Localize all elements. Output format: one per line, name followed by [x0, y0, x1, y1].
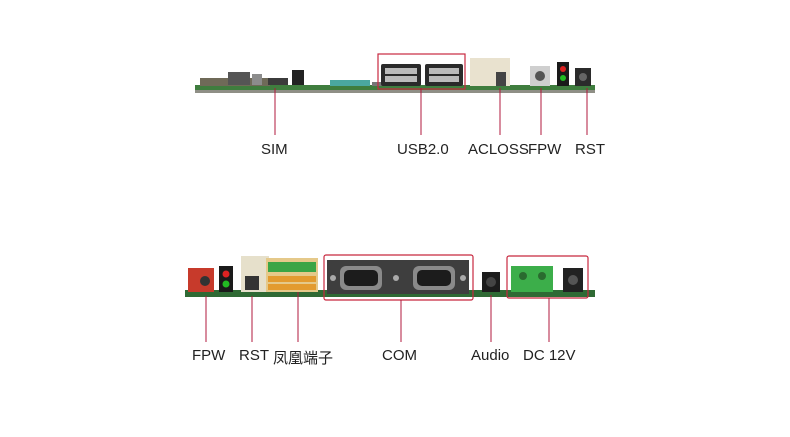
acloss-jumper	[470, 58, 510, 86]
rst-button-top	[575, 68, 591, 86]
fpw-button-bottom	[188, 268, 214, 292]
status-leds-bottom	[219, 266, 233, 292]
bottom-board	[185, 254, 595, 301]
label-fpw-top: FPW	[528, 141, 562, 158]
bottom-callout-lines	[205, 292, 550, 342]
label-usb: USB2.0	[397, 141, 449, 158]
sim-slot	[228, 70, 304, 85]
dc-highlight	[506, 255, 589, 299]
label-rst-top: RST	[575, 141, 605, 158]
label-dc: DC 12V	[523, 347, 576, 364]
com-ports	[327, 260, 469, 294]
fpw-button-top	[530, 66, 550, 86]
rst-button-bottom	[241, 256, 269, 292]
label-audio: Audio	[471, 347, 510, 364]
label-com: COM	[382, 347, 417, 364]
top-callout-lines	[274, 88, 588, 135]
label-fpw-bottom: FPW	[192, 347, 226, 364]
usb-ports	[381, 64, 463, 86]
top-board	[195, 53, 595, 93]
audio-jack	[482, 272, 500, 292]
label-rst-bottom: RST	[239, 347, 269, 364]
phoenix-terminal	[266, 258, 318, 292]
label-phoenix: 凤凰端子	[273, 350, 334, 367]
label-acloss: ACLOSS	[468, 141, 529, 158]
status-leds-top	[557, 62, 569, 86]
dc-power-input	[511, 266, 583, 292]
com-highlight	[323, 254, 474, 301]
label-sim: SIM	[261, 141, 288, 158]
